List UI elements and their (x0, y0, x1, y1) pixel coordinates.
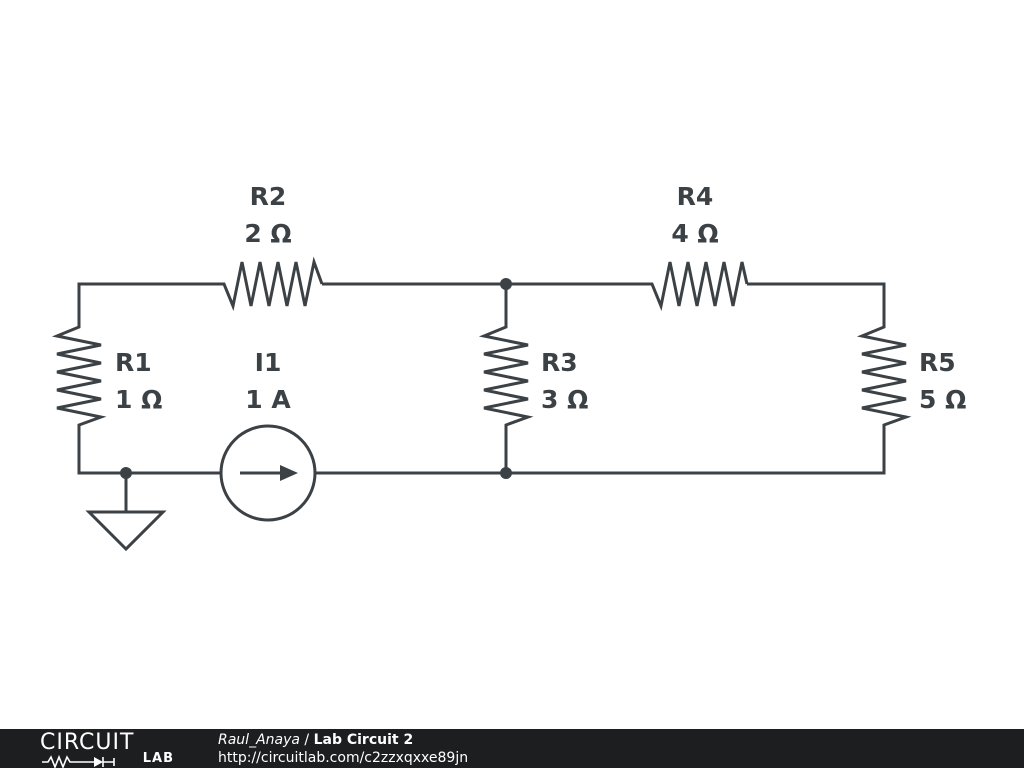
footer-bar: CIRCUIT LAB Raul_Anaya / Lab Circuit 2 h… (0, 729, 1024, 769)
r4-name-label: R4 (677, 182, 714, 211)
i1-name-label: I1 (255, 348, 282, 377)
wire-r1-bottom (77, 430, 221, 475)
current-arrow-head (280, 465, 298, 481)
r2-name-label: R2 (250, 182, 287, 211)
logo-text-circuit: CIRCUIT (40, 730, 135, 755)
r2-value-label: 2 Ω (244, 219, 291, 248)
wire-bottom-middle (316, 430, 886, 475)
current-source-i1 (219, 424, 317, 522)
footer-info: Raul_Anaya / Lab Circuit 2 http://circui… (218, 731, 468, 767)
footer-separator: / (299, 732, 314, 748)
resistor-r2 (215, 256, 324, 312)
circuit-title: Lab Circuit 2 (313, 732, 414, 748)
circuit-url-link[interactable]: http://circuitlab.com/c2zzxqxxe89jn (218, 750, 469, 766)
author-link[interactable]: Raul_Anaya (218, 732, 300, 748)
circuit-schematic: R2 2 Ω R4 4 Ω R1 1 Ω I1 1 A R3 3 Ω R5 5 … (51, 182, 966, 552)
resistor-r3 (478, 325, 534, 430)
junction-dot-bottom (500, 467, 512, 479)
r4-value-label: 4 Ω (671, 219, 718, 248)
logo-text-lab: LAB (142, 751, 174, 766)
r5-name-label: R5 (919, 348, 956, 377)
junction-dot-top (500, 278, 512, 290)
junction-dot-ground (120, 467, 132, 479)
ground-symbol (85, 510, 167, 552)
logo-resistor-diode-icon (42, 755, 115, 769)
r5-value-label: 5 Ω (919, 385, 966, 414)
r3-name-label: R3 (541, 348, 578, 377)
footer-title-line: Raul_Anaya / Lab Circuit 2 (218, 731, 468, 749)
wire-top-right (747, 282, 886, 325)
i1-value-label: 1 A (245, 385, 291, 414)
r1-name-label: R1 (115, 348, 152, 377)
wire-top-left (77, 282, 215, 325)
circuitlab-logo[interactable]: CIRCUIT LAB (40, 730, 180, 769)
r1-value-label: 1 Ω (115, 385, 162, 414)
r3-value-label: 3 Ω (541, 385, 588, 414)
resistor-r1 (51, 325, 107, 430)
resistor-r5 (856, 325, 912, 430)
resistor-r4 (643, 261, 749, 312)
